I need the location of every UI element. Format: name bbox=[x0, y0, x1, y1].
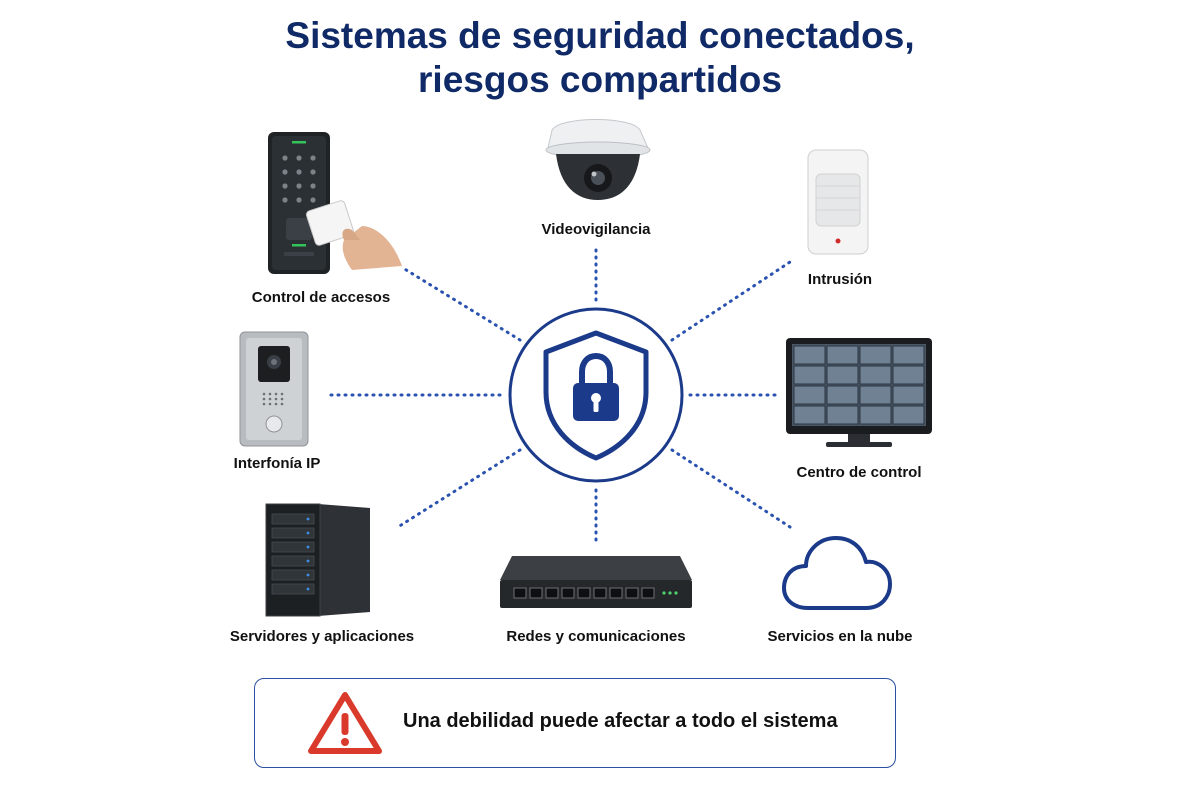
warning-text: Una debilidad puede afectar a todo el si… bbox=[403, 710, 838, 732]
label-cloud: Servicios en la nube bbox=[767, 628, 913, 645]
label-access-control: Control de accesos bbox=[251, 289, 391, 306]
warning-box: Una debilidad puede afectar a todo el si… bbox=[254, 678, 896, 768]
server-rack-icon bbox=[265, 503, 370, 617]
connector-servers bbox=[396, 448, 522, 529]
monitor-icon bbox=[786, 338, 932, 447]
network-switch-icon bbox=[500, 556, 692, 608]
shield-lock-icon bbox=[543, 330, 649, 461]
title-line-2: riesgos compartidos bbox=[418, 59, 782, 100]
motion-sensor-icon bbox=[807, 149, 869, 255]
intercom-panel-icon bbox=[239, 331, 309, 447]
label-video: Videovigilancia bbox=[541, 221, 651, 238]
label-intrusion: Intrusión bbox=[807, 271, 873, 288]
keypad-card-reader-icon bbox=[268, 132, 402, 274]
hub bbox=[508, 307, 684, 483]
cloud-icon bbox=[782, 536, 892, 610]
label-control-center: Centro de control bbox=[796, 464, 922, 481]
connector-cloud bbox=[670, 448, 792, 529]
connector-intrusion bbox=[670, 260, 792, 342]
connectors bbox=[328, 248, 792, 547]
connector-access-control bbox=[401, 266, 522, 342]
label-intercom: Interfonía IP bbox=[233, 455, 321, 472]
label-servers: Servidores y aplicaciones bbox=[229, 628, 415, 645]
label-network: Redes y comunicaciones bbox=[506, 628, 686, 645]
dome-camera-icon bbox=[545, 119, 651, 200]
warning-triangle-icon bbox=[308, 692, 382, 754]
page-title: Sistemas de seguridad conectados, riesgo… bbox=[0, 14, 1200, 102]
title-line-1: Sistemas de seguridad conectados, bbox=[285, 15, 915, 56]
